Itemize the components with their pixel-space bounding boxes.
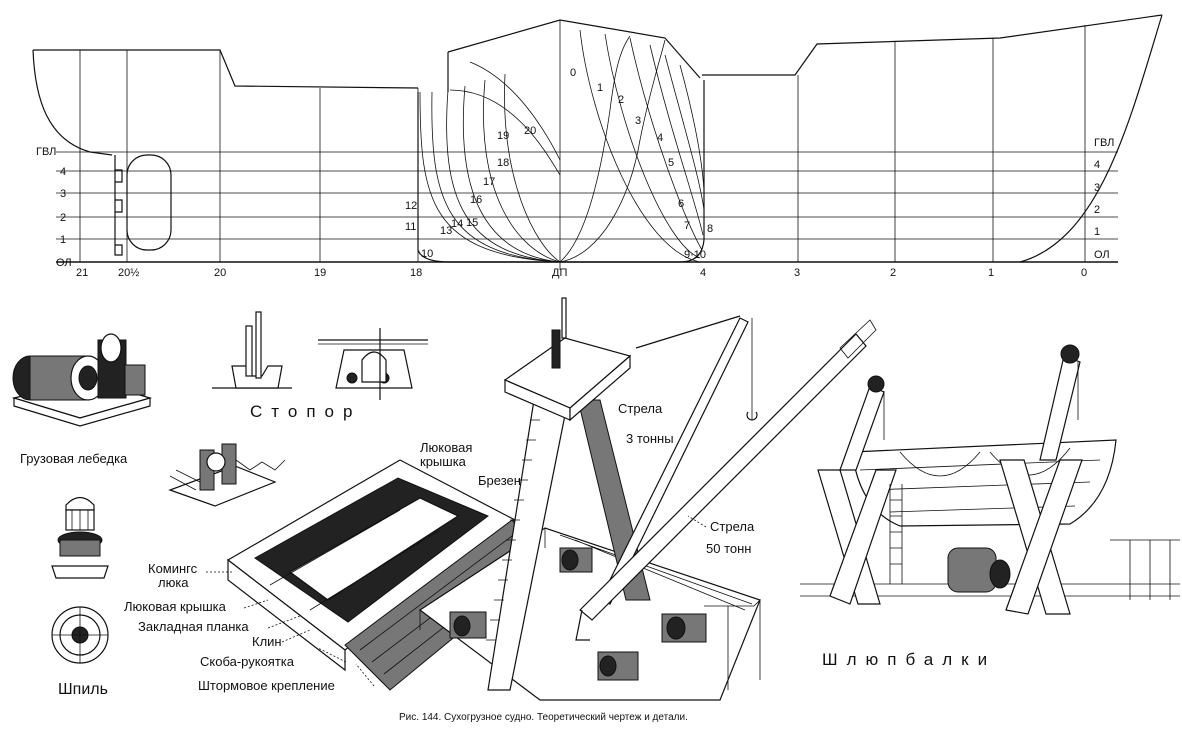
- figure-caption: Рис. 144. Сухогрузное судно. Теоретическ…: [399, 712, 688, 723]
- waterline-labels-right: ГВЛ 4 3 2 1 ОЛ: [1094, 137, 1114, 261]
- station-label: 3: [794, 267, 800, 279]
- section-number: 4: [657, 132, 663, 144]
- section-number: 18: [497, 157, 509, 169]
- section-number: 15: [466, 217, 478, 229]
- fwd-profile: [702, 14, 1163, 263]
- section-number: 6: [678, 198, 684, 210]
- station-label: 2: [890, 267, 896, 279]
- wl-left-2: 3: [60, 188, 66, 200]
- stopper-label: Стопор: [250, 402, 361, 421]
- waterline-labels-left: ГВЛ 4 3 2 1 ОЛ: [36, 146, 72, 269]
- waterlines: [56, 151, 1118, 263]
- stopper-detail: [168, 443, 286, 507]
- station-label: 1: [988, 267, 994, 279]
- body-plan: [417, 19, 705, 270]
- capstan: Шпиль: [51, 496, 109, 698]
- tarpaulin-label: Брезент: [478, 473, 527, 488]
- wl-left-0: ГВЛ: [36, 146, 56, 158]
- section-number: 19: [497, 130, 509, 142]
- wl-right-4: 1: [1094, 226, 1100, 238]
- station-label: 20: [214, 267, 226, 279]
- hatch-cover-label: Люковая крышка: [124, 599, 227, 614]
- boom-labels: Стрела 3 тонны Стрела 50 тонн: [618, 401, 755, 556]
- section-number: 12: [405, 200, 417, 212]
- section-number: 9·10: [684, 249, 706, 261]
- wl-right-5: ОЛ: [1094, 249, 1110, 261]
- coaming-label-line2: люка: [158, 575, 189, 590]
- storm-lashing-label: Штормовое крепление: [198, 678, 335, 693]
- body-fwd-numbers: 0 1 2 3 4 5 6 7 8 9·10: [570, 67, 713, 261]
- stopper: Стопор: [212, 311, 428, 421]
- aft-profile: [32, 49, 419, 262]
- body-aft-numbers: 19 20 18 17 16 15 14 13 12 11 10: [405, 125, 536, 260]
- boom3-label-line1: Стрела: [618, 401, 663, 416]
- section-number: 13: [440, 225, 452, 237]
- section-number: 2: [618, 94, 624, 106]
- station-label: 19: [314, 267, 326, 279]
- derrick: [418, 297, 877, 701]
- station-label: 18: [410, 267, 422, 279]
- boom3-label-line2: 3 тонны: [626, 431, 674, 446]
- station-labels: 21 20½ 20 19 18 ДП 4 3 2 1 0: [76, 267, 1087, 279]
- lines-plan: ГВЛ 4 3 2 1 ОЛ ГВЛ 4 3 2 1 ОЛ 21 20½ 20 …: [32, 14, 1163, 279]
- wl-left-3: 2: [60, 212, 66, 224]
- section-number: 10: [421, 248, 433, 260]
- boom50-label-line1: Стрела: [710, 519, 755, 534]
- section-number: 1: [597, 82, 603, 94]
- batten-label: Закладная планка: [138, 619, 249, 634]
- section-number: 7: [684, 220, 690, 232]
- wedge-label: Клин: [252, 634, 282, 649]
- hatch-labels: Люковая крышка Брезент Комингс люка Люко…: [124, 440, 527, 693]
- section-number: 3: [635, 115, 641, 127]
- section-number: 17: [483, 176, 495, 188]
- section-number: 0: [570, 67, 576, 79]
- wl-right-2: 3: [1094, 182, 1100, 194]
- davits: Шлюпбалки: [800, 344, 1180, 669]
- station-label: 0: [1081, 267, 1087, 279]
- capstan-label: Шпиль: [58, 681, 108, 698]
- hatch-cover-top-line2: крышка: [420, 454, 467, 469]
- station-label: 21: [76, 267, 88, 279]
- boom50-label-line2: 50 тонн: [706, 541, 751, 556]
- coaming-label-line1: Комингс: [148, 561, 198, 576]
- wl-left-4: 1: [60, 234, 66, 246]
- section-number: 20: [524, 125, 536, 137]
- section-number: 16: [470, 194, 482, 206]
- station-label: 4: [700, 267, 706, 279]
- section-number: 14: [451, 218, 463, 230]
- station-label: 20½: [118, 267, 139, 279]
- wl-right-0: ГВЛ: [1094, 137, 1114, 149]
- davits-label: Шлюпбалки: [822, 650, 996, 669]
- cargo-winch: Грузовая лебедка: [11, 333, 153, 466]
- wl-right-3: 2: [1094, 204, 1100, 216]
- wl-left-1: 4: [60, 166, 66, 178]
- section-number: 5: [668, 157, 674, 169]
- winch-label: Грузовая лебедка: [20, 451, 128, 466]
- hatch-cover-top-line1: Люковая: [420, 440, 472, 455]
- wl-left-5: ОЛ: [56, 257, 72, 269]
- wl-right-1: 4: [1094, 159, 1100, 171]
- section-number: 11: [405, 221, 416, 233]
- handle-label: Скоба-рукоятка: [200, 654, 295, 669]
- station-label: ДП: [552, 267, 567, 279]
- section-number: 8: [707, 223, 713, 235]
